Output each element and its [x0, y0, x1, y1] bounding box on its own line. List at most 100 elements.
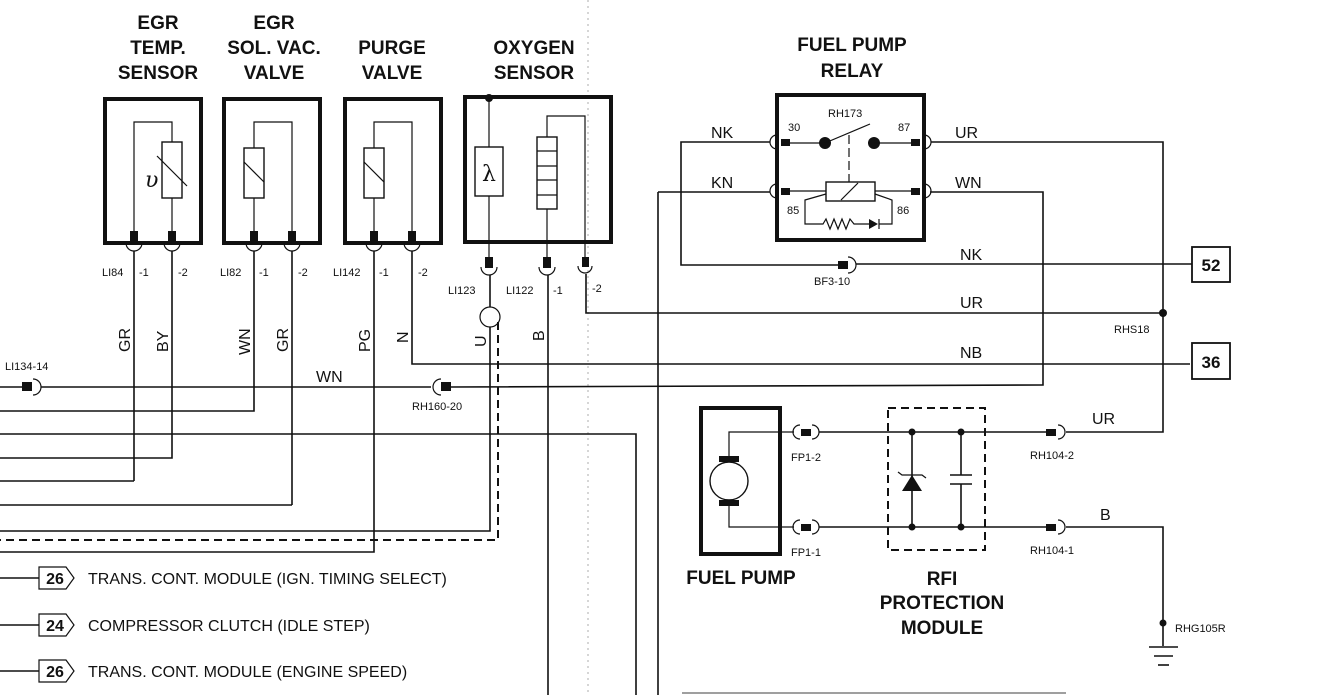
crossref-item[interactable]: 24 COMPRESSOR CLUTCH (IDLE STEP) [0, 613, 370, 637]
pin-terminal-icon [1046, 429, 1056, 436]
egr-temp-housing [103, 97, 203, 245]
wire-ur-out [931, 141, 1164, 433]
pin-terminal-icon [801, 429, 811, 436]
ground-rhg105r: RHG105R [1149, 619, 1226, 666]
connector-fp1-1: FP1-1 [791, 547, 821, 559]
egr-sol-title-3: VALVE [244, 63, 305, 84]
connector-socket-icon [769, 183, 932, 199]
purge-title-2: VALVE [362, 63, 423, 84]
crossref-arrow-icon [38, 613, 75, 637]
connector-rh104-1: RH104-1 [1030, 545, 1074, 557]
solenoid-icon [363, 147, 385, 199]
solenoid-slash [363, 161, 385, 183]
connector-socket-icon [245, 242, 301, 252]
crossref-item[interactable]: 26 TRANS. CONT. MODULE (IGN. TIMING SELE… [0, 566, 447, 590]
crossref-text: COMPRESSOR CLUTCH (IDLE STEP) [88, 618, 370, 635]
pump-wire-top [728, 431, 794, 460]
pin-85: 85 [787, 205, 799, 217]
egr-sol-title-1: EGR [253, 13, 294, 34]
connector-socket-icon [125, 242, 181, 252]
rfi-housing [887, 407, 986, 551]
suppression-wire [874, 193, 893, 225]
pin-label: -1 [553, 285, 563, 297]
bf3-connector: BF3-10 NK UR NB RHS18 [814, 247, 1192, 362]
oxygen-title-1: OXYGEN [493, 38, 574, 59]
connector-socket-icon [432, 378, 442, 396]
lambda-sensor-icon [474, 146, 504, 197]
egr-sol-title-2: SOL. VAC. [227, 38, 321, 59]
pin-terminal-icon [22, 382, 32, 391]
temperature-symbol: υ [145, 168, 158, 193]
egr-temp-title-2: TEMP. [130, 38, 186, 59]
relay-coil-slash [840, 182, 859, 201]
egr-temp-title-3: SENSOR [118, 63, 199, 84]
wire-label-b-rh104: B [1100, 507, 1111, 524]
wire-wn-egr [0, 251, 255, 412]
pin-terminal-icon [911, 139, 920, 146]
page-ref-box [1191, 342, 1231, 380]
egr-temp-title-1: EGR [137, 13, 178, 34]
wire-label-wn: WN [955, 175, 982, 192]
egr-temp-internal-wire [133, 121, 173, 236]
rfi-protection-module: RFI PROTECTION MODULE RH104-2 RH104-1 UR… [880, 407, 1164, 646]
pin-terminal-icon [781, 139, 790, 146]
wire-label-kn: KN [711, 175, 733, 192]
page-ref-52[interactable]: 52 [1191, 246, 1231, 283]
wire-label-b: B [531, 330, 548, 341]
connector-rh160-20: RH160-20 [412, 401, 462, 413]
fuel-pump-housing [699, 406, 782, 556]
connector-socket-icon [1057, 424, 1066, 440]
wire-label-wn-main: WN [316, 369, 343, 386]
crossref-number: 24 [46, 618, 64, 635]
left-harness-wires: LI134-14 WN RH160-20 [0, 191, 1190, 695]
connector-socket-icon [847, 256, 857, 274]
pin-label: -2 [592, 283, 602, 295]
purge-internal-wire [373, 121, 413, 236]
page-ref-number: 52 [1202, 256, 1221, 275]
oxygen-title-2: SENSOR [494, 63, 575, 84]
pin-label: -2 [418, 267, 428, 279]
pin-label: -2 [178, 267, 188, 279]
purge-housing [343, 97, 443, 245]
pin-terminal-icon [582, 257, 589, 267]
relay-title-2: RELAY [821, 61, 884, 82]
purge-valve: PURGE VALVE LI142 -1 -2 PG N [333, 38, 443, 352]
pin-terminal-icon [408, 231, 416, 242]
pin-terminal-icon [781, 188, 790, 195]
heater-wire [546, 115, 586, 257]
wire-label-ur-rhs18: UR [960, 295, 983, 312]
relay-housing [775, 93, 926, 242]
relay-coil-icon [825, 181, 876, 202]
fuel-pump-title: FUEL PUMP [686, 568, 796, 589]
pin-terminal-icon [250, 231, 258, 242]
crossref-item[interactable]: 26 TRANS. CONT. MODULE (ENGINE SPEED) [0, 659, 407, 683]
pin-label: -1 [139, 267, 149, 279]
relay-switch-arm-icon [824, 123, 871, 144]
pin-terminal-icon [911, 188, 920, 195]
solenoid-icon [243, 147, 265, 199]
page-ref-36[interactable]: 36 [1191, 342, 1231, 380]
fuel-pump: FUEL PUMP FP1-2 FP1-1 [686, 406, 1046, 589]
pin-terminal-icon [370, 231, 378, 242]
pump-wire-bottom [728, 502, 794, 528]
crossref-number: 26 [46, 664, 64, 681]
pin-87: 87 [898, 122, 910, 134]
pin-label: -1 [259, 267, 269, 279]
wire-u [0, 327, 491, 532]
pin-terminal-icon [168, 231, 176, 242]
wire-pg [0, 251, 375, 553]
oxygen-housing [463, 95, 613, 244]
thermistor-icon [161, 141, 183, 199]
pin-terminal-icon [485, 257, 493, 268]
pin-terminal-icon [543, 257, 551, 268]
wire-label-ur: UR [955, 125, 978, 142]
relay-id: RH173 [828, 108, 862, 120]
shield-dashed-wire [0, 322, 499, 541]
wire-wn-relay [450, 191, 1044, 388]
connector-li142: LI142 [333, 267, 361, 279]
page-ref-box [1191, 246, 1231, 283]
connector-li134-14: LI134-14 [5, 361, 48, 373]
crossref-arrow-icon [38, 659, 75, 683]
motor-icon [709, 461, 749, 501]
